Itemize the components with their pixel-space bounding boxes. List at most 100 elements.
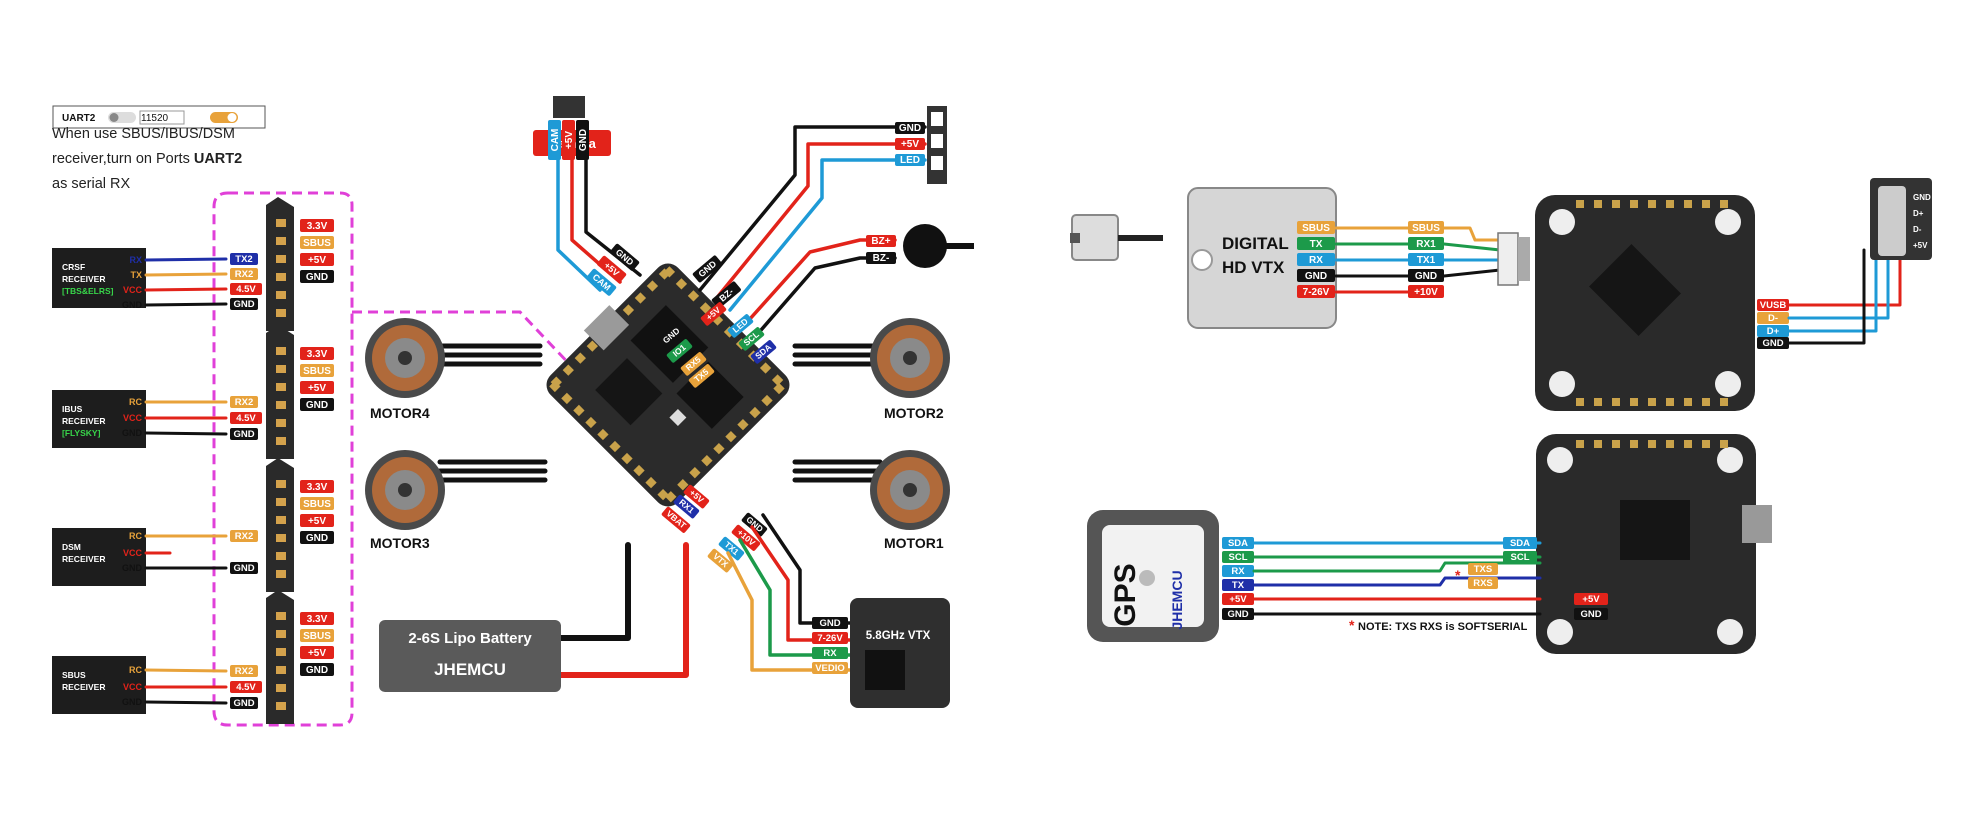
- connector-label-a-3-text: GND: [306, 272, 328, 283]
- hd-vtx-title-1: DIGITAL: [1222, 234, 1289, 253]
- gps-pin-3: TX: [1222, 579, 1254, 591]
- wire-hd-gnd-fc: [1442, 268, 1502, 278]
- vtx-chip: [865, 650, 905, 690]
- fc2-hole-tr: [1715, 209, 1741, 235]
- vtx-pin-1-text: 7-26V: [817, 633, 843, 644]
- camera-wire-label-1: +5V: [562, 120, 575, 160]
- usb-conn-pin-0: GND: [1913, 193, 1931, 202]
- pad-ibus-0-bg: [230, 396, 258, 408]
- connector-pin-a-2: [276, 255, 286, 263]
- connector-label-d-2-text: +5V: [308, 648, 326, 659]
- pad-crsf-2-bg: [230, 283, 262, 295]
- vtx-pin-0-text: GND: [819, 618, 840, 629]
- buzzer-lead: [944, 243, 974, 249]
- connector-pin-c-0: [276, 480, 286, 488]
- gps-note: NOTE: TXS RXS is SOFTSERIAL: [1358, 621, 1528, 633]
- pad-dsm-0: RX2: [230, 530, 258, 542]
- receiver-sbus-name: SBUS: [62, 670, 86, 680]
- fc2-pad-top-5: [1666, 200, 1674, 208]
- connector-label-d-1-bg: [300, 629, 334, 642]
- connector-pin-b-4: [276, 419, 286, 427]
- gps-fc-pad-sda: SDA: [1503, 537, 1537, 549]
- motor1-label: MOTOR1: [884, 535, 944, 551]
- vtx-pin-0: GND: [812, 617, 848, 629]
- uart-note-line2: receiver,turn on Ports UART2: [52, 147, 312, 172]
- vtx-pin-1-bg: [812, 632, 848, 644]
- receiver-ibus-name: IBUS: [62, 404, 83, 414]
- hd-cam-cable: [1118, 235, 1163, 241]
- receiver-sbus-pin-0: RC: [129, 665, 142, 675]
- wire-vtx-rx: [738, 538, 852, 657]
- wire-sbus-0: [144, 668, 228, 673]
- fc-pad-led-bg: [727, 314, 754, 338]
- vtx-pin-1: 7-26V: [812, 632, 848, 644]
- connector-label-b-3-bg: [300, 398, 334, 411]
- fc-pad-top-8: [759, 362, 772, 374]
- connector-label-d-3-bg: [300, 663, 334, 676]
- fc2-pad-top-0: [1576, 200, 1584, 208]
- fc-pad-io1: IO1: [666, 339, 693, 363]
- gps-fc-pad-scl-bg: [1503, 551, 1537, 563]
- hd-vtx-fc-pad-1-text: RX1: [1416, 239, 1436, 250]
- gps-fc-pad-sda-bg: [1503, 537, 1537, 549]
- uart-note-line3: as serial RX: [52, 176, 131, 192]
- connector-label-b-0: 3.3V: [300, 347, 334, 360]
- gps-fc-pad-sda-text: SDA: [1510, 538, 1530, 549]
- wire-sbus-2: [144, 700, 228, 705]
- connector-pin-d-3: [276, 666, 286, 674]
- usb-c-port: [1878, 186, 1906, 256]
- pad-dsm-0-bg: [230, 530, 258, 542]
- usb-pin-2-bg: [1757, 325, 1789, 337]
- fc2-pad-bot-4: [1648, 398, 1656, 406]
- connector-pin-a-3: [276, 273, 286, 281]
- camera-wire-label-2-text: GND: [578, 129, 589, 151]
- connector-label-a-1-bg: [300, 236, 334, 249]
- receiver-sbus-name2: RECEIVER: [62, 682, 105, 692]
- uart-toggle-off-knob: [109, 113, 119, 122]
- hd-vtx-pin-3-bg: [1297, 269, 1335, 282]
- receiver-crsf-pin-0: RX: [129, 255, 142, 265]
- gps-pin-1-bg: [1222, 551, 1254, 563]
- buzzer-label-minus-bg: [866, 252, 896, 264]
- usb-pin-0-text: VUSB: [1760, 300, 1787, 311]
- fc-pad-bz-bg: [711, 281, 741, 309]
- receiver-crsf-box: [52, 248, 146, 308]
- buzzer-label-plus-bg: [866, 235, 896, 247]
- hd-vtx-antenna-icon: [1191, 249, 1213, 271]
- connector-label-c-1-bg: [300, 497, 334, 510]
- uart-note-line1: When use SBUS/IBUS/DSM: [52, 126, 235, 142]
- gps-pin-2-bg: [1222, 565, 1254, 577]
- connector-pin-b-2: [276, 383, 286, 391]
- buzzer-icon: [903, 224, 947, 268]
- pad-sbus-2-bg: [230, 697, 258, 709]
- hd-vtx-fc-pad-4-text: +10V: [1414, 287, 1438, 298]
- fc3-hole-tl: [1547, 447, 1573, 473]
- fc-pad-right-5: [713, 442, 725, 455]
- receiver-crsf-tag: [TBS&ELRS]: [62, 286, 114, 296]
- gps-pin-4: +5V: [1222, 593, 1254, 605]
- fc-pad-right-0: [773, 382, 785, 395]
- fc-pad-right-1: [761, 394, 773, 407]
- gps-note-star: *: [1349, 617, 1355, 633]
- receiver-ibus-pin-1: VCC: [123, 413, 143, 423]
- connector-pin-c-1: [276, 498, 286, 506]
- connector-pin-d-0: [276, 612, 286, 620]
- camera-lens-body: [553, 96, 585, 118]
- gps-fc-pad-5v-text: +5V: [1582, 594, 1600, 605]
- connector-pin-b-1: [276, 365, 286, 373]
- pad-ibus-1-bg: [230, 412, 262, 424]
- hd-vtx-fc-pad-4: +10V: [1408, 285, 1444, 298]
- fc-pad-right-9: [665, 491, 677, 503]
- vtx-pin-2-text: RX: [823, 648, 837, 659]
- connector-label-d-3: GND: [300, 663, 334, 676]
- vtx-pin-2: RX: [812, 647, 848, 659]
- fc2-hole-bl: [1549, 371, 1575, 397]
- receiver-dsm-name: DSM: [62, 542, 81, 552]
- motor3-label: MOTOR3: [370, 535, 430, 551]
- hd-vtx-fc-pad-1: RX1: [1408, 237, 1444, 250]
- connector-label-a-0-text: 3.3V: [307, 221, 328, 232]
- wire-battery-positive: [557, 542, 689, 678]
- pad-sbus-2-text: GND: [233, 698, 254, 709]
- gps-pin-4-text: +5V: [1229, 594, 1247, 605]
